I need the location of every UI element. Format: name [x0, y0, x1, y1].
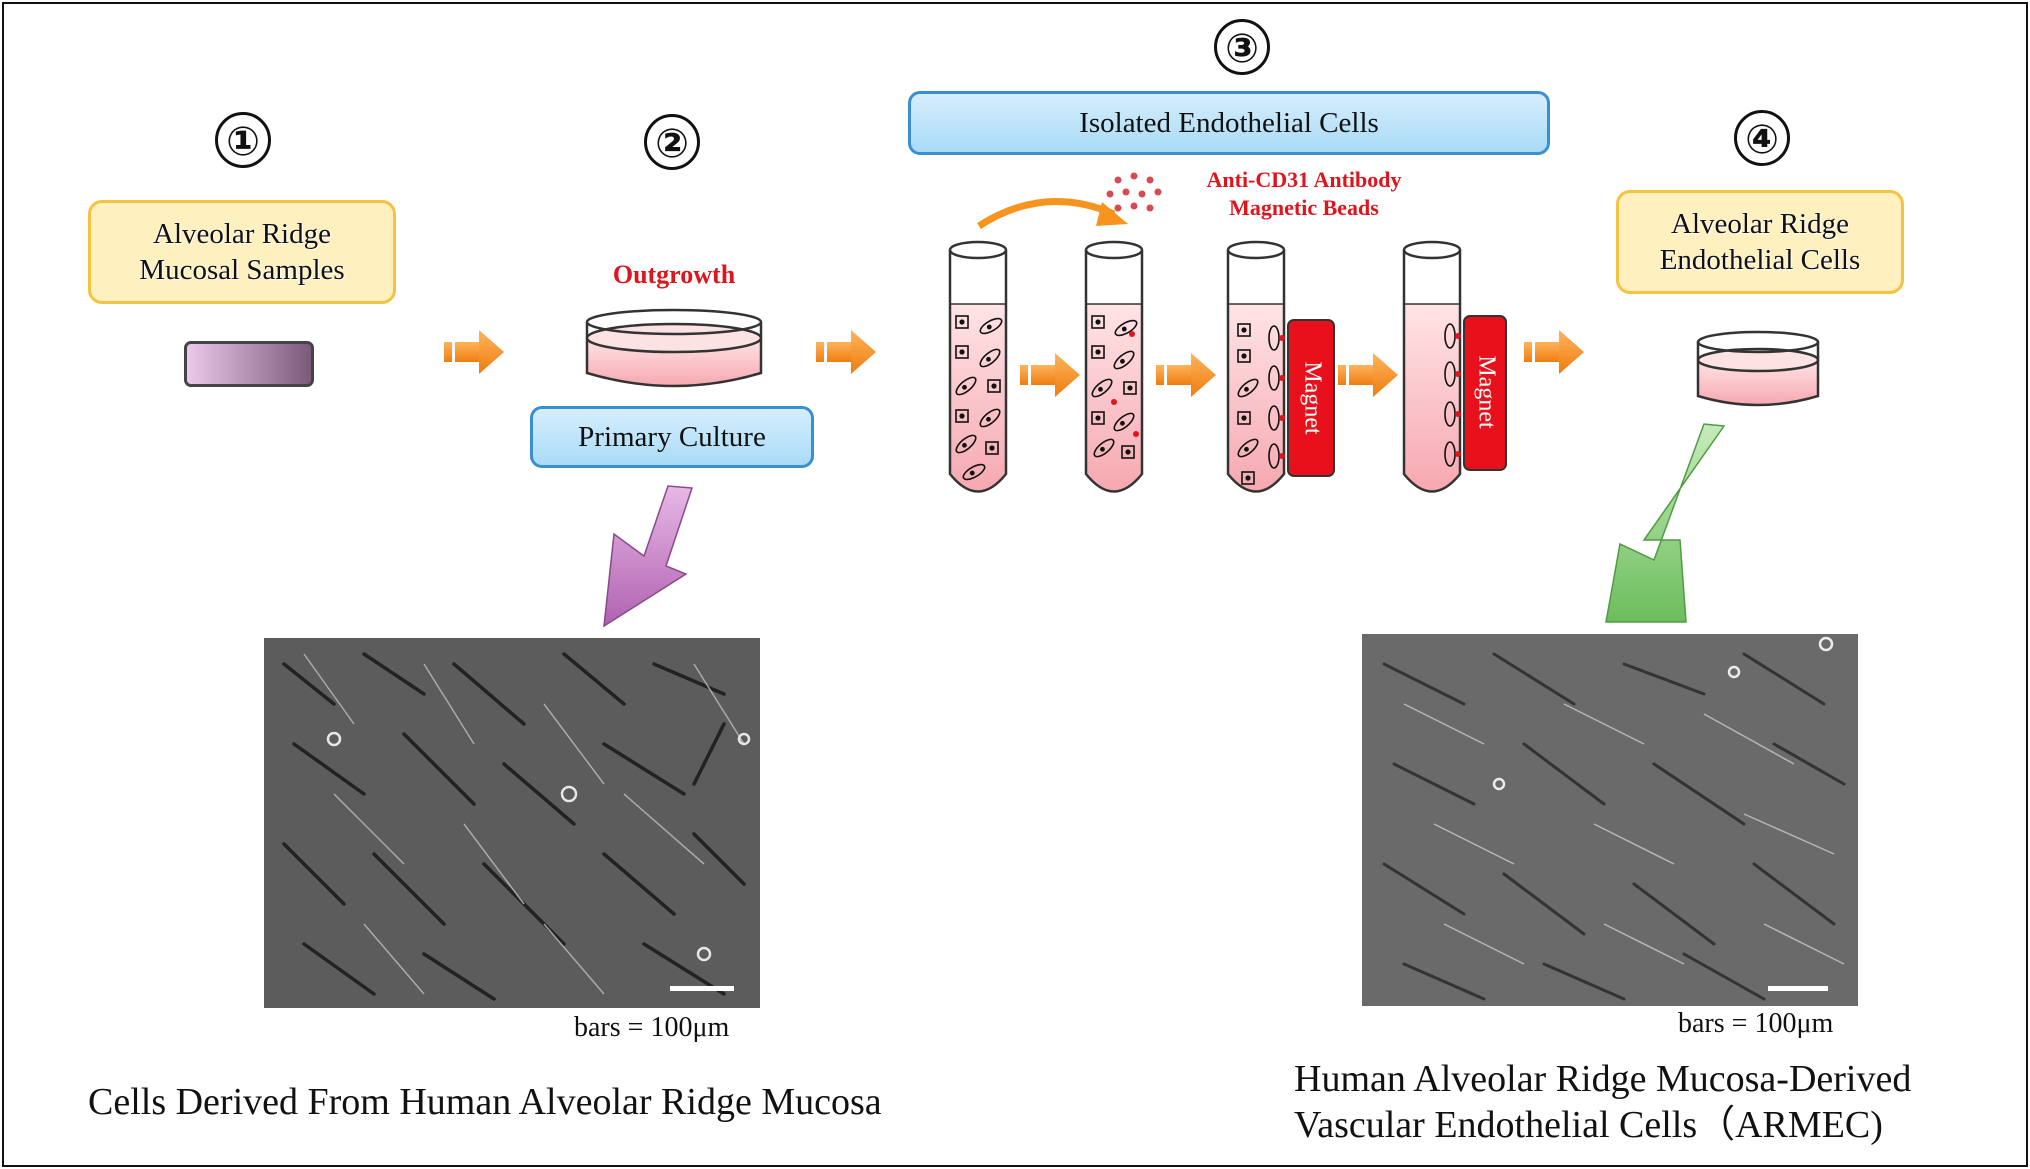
test-tube-4: [1402, 240, 1462, 493]
flow-arrow-5: [1338, 353, 1398, 397]
alveolar-samples-box: Alveolar Ridge Mucosal Samples: [88, 200, 396, 304]
scale-bar-right: [1768, 986, 1828, 991]
test-tube-1: [948, 240, 1008, 493]
magnet-block-2: Magnet: [1463, 315, 1507, 471]
caption-left: Cells Derived From Human Alveolar Ridge …: [88, 1081, 882, 1123]
flow-arrow-6: [1524, 330, 1584, 374]
flow-arrow-1: [444, 330, 504, 374]
isolated-endothelial-box: Isolated Endothelial Cells: [908, 91, 1550, 155]
caption-right-line2: Vascular Endothelial Cells（ARMEC): [1294, 1104, 1883, 1146]
scale-label-left: bars = 100μm: [574, 1012, 729, 1043]
antibody-beads-label: Anti-CD31 Antibody Magnetic Beads: [1206, 167, 1402, 220]
test-tube-2: [1084, 240, 1144, 493]
svg-text:Magnet: Magnet: [1473, 355, 1499, 429]
outgrowth-label: Outgrowth: [612, 260, 736, 289]
scale-bar-left: [670, 986, 734, 991]
transfer-curve-arrow: [977, 198, 1116, 229]
micrograph-right: [1362, 634, 1858, 1006]
scale-label-right: bars = 100μm: [1678, 1008, 1833, 1039]
test-tube-3: [1226, 240, 1286, 493]
green-pointer-arrow: [1605, 423, 1726, 623]
magnet-block-1: Magnet: [1287, 319, 1335, 477]
petri-dish-primary: [585, 308, 763, 388]
petri-dish-endothelial: [1696, 330, 1820, 407]
flow-arrow-4: [1156, 353, 1216, 397]
process-diagram: Magnet Magnet: [264, 172, 1858, 1043]
step-3-number: ③: [1214, 19, 1270, 75]
alveolar-endothelial-box: Alveolar Ridge Endothelial Cells: [1616, 190, 1904, 294]
step-1-number: ①: [215, 112, 271, 168]
purple-pointer-arrow: [603, 485, 694, 628]
caption-right-line1: Human Alveolar Ridge Mucosa-Derived: [1294, 1058, 1912, 1100]
step-2-number: ②: [644, 114, 700, 170]
magnetic-beads-dots: [1106, 172, 1162, 212]
tissue-sample-swatch: [184, 341, 314, 387]
flow-arrow-3: [1020, 353, 1080, 397]
flow-arrow-2: [816, 330, 876, 374]
svg-text:Magnet: Magnet: [1299, 361, 1325, 435]
step-4-number: ④: [1734, 110, 1790, 166]
micrograph-left: [264, 638, 760, 1008]
primary-culture-box: Primary Culture: [530, 406, 814, 468]
